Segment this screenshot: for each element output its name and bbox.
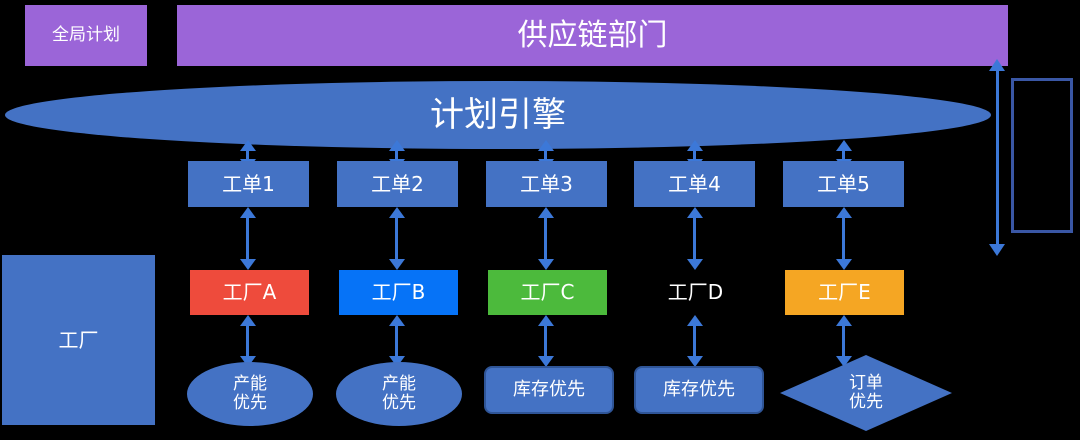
work-order-box-3: 工单3 (486, 161, 607, 207)
strategy-order-priority-diamond: 订单 优先 (780, 355, 952, 431)
connector-factory-e-to-strategy-5 (835, 315, 852, 367)
connector-factory-a-to-strategy-1 (239, 315, 256, 367)
connector-factory-d-to-strategy-4 (686, 315, 703, 367)
strategy-order-priority-label: 订单 优先 (849, 372, 883, 412)
scope-frame (1011, 78, 1073, 233)
work-order-box-4: 工单4 (634, 161, 755, 207)
work-order-box-2: 工单2 (337, 161, 458, 207)
factory-box-d: 工厂D (667, 280, 724, 305)
strategy-inventory-priority-2: 库存优先 (634, 366, 764, 414)
band-supply-chain-department: 供应链部门 (177, 5, 1008, 66)
connector-work-order-4-to-factory-d (686, 207, 703, 270)
connector-work-order-5-to-factory-e (835, 207, 852, 270)
connector-work-order-1-to-factory-a (239, 207, 256, 270)
work-order-box-1: 工单1 (188, 161, 309, 207)
factory-box-a: 工厂A (190, 270, 309, 315)
connector-engine-to-work-order-4 (686, 140, 703, 170)
strategy-inventory-priority-1: 库存优先 (484, 366, 614, 414)
strategy-capacity-priority-1: 产能 优先 (187, 362, 313, 426)
factory-box-e: 工厂E (785, 270, 904, 315)
connector-work-order-3-to-factory-c (537, 207, 554, 270)
connector-engine-to-work-order-3 (537, 140, 554, 170)
scope-measure-arrow-icon (989, 59, 1005, 256)
factory-box-c: 工厂C (488, 270, 607, 315)
connector-engine-to-work-order-5 (835, 140, 852, 170)
factory-group-box: 工厂 (2, 255, 155, 425)
connector-engine-to-work-order-1 (239, 140, 256, 170)
connector-factory-c-to-strategy-3 (537, 315, 554, 367)
band-global-plan: 全局计划 (25, 5, 147, 66)
factory-box-b: 工厂B (339, 270, 458, 315)
strategy-capacity-priority-2: 产能 优先 (336, 362, 462, 426)
planning-engine-ellipse: 计划引擎 (5, 81, 991, 149)
connector-factory-b-to-strategy-2 (388, 315, 405, 367)
connector-work-order-2-to-factory-b (388, 207, 405, 270)
work-order-box-5: 工单5 (783, 161, 904, 207)
connector-engine-to-work-order-2 (388, 140, 405, 170)
